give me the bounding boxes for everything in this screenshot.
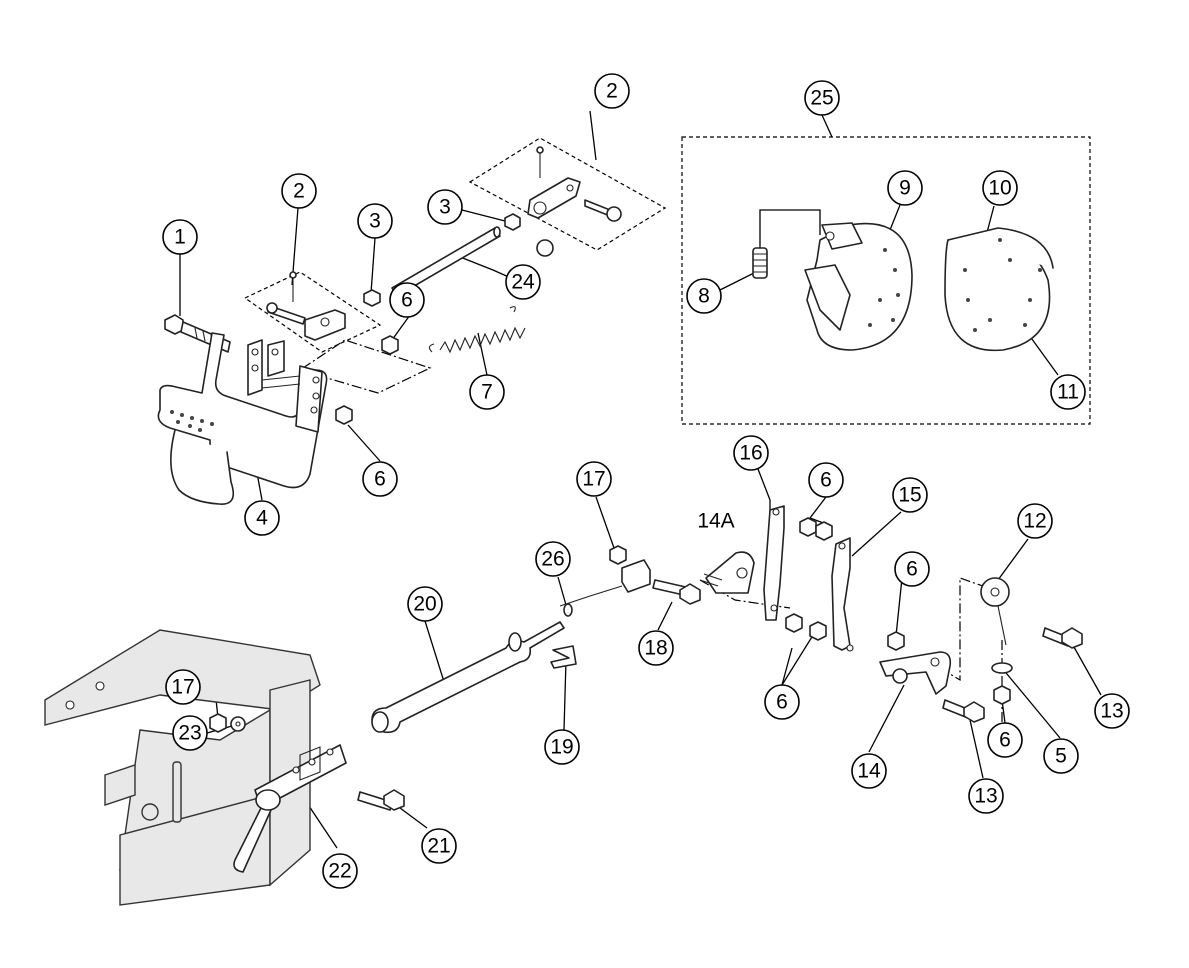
cable-end-parts [550, 545, 651, 669]
callout-label: 13 [974, 785, 997, 808]
callout: 6 [894, 551, 930, 587]
callout-label: 24 [511, 271, 535, 294]
callout: 24 [505, 264, 541, 300]
callout: 6 [808, 462, 844, 498]
label-14a: 14A [697, 510, 734, 533]
callout-label: 1 [174, 226, 186, 249]
callout-label: 15 [898, 484, 921, 507]
callout-label: 17 [171, 676, 194, 699]
callout-label: 23 [178, 722, 201, 745]
callout: 13 [1094, 693, 1130, 729]
callout: 22 [322, 853, 358, 889]
bolt-part-21 [357, 789, 405, 811]
callout-label: 2 [606, 80, 618, 103]
callout-label: 2 [293, 180, 305, 203]
callout: 13 [968, 778, 1004, 814]
callout: 8 [686, 278, 722, 314]
brake-band-part-9 [804, 222, 913, 351]
callout-label: 21 [427, 835, 450, 858]
spring-part-8 [752, 247, 768, 279]
callout-label: 16 [739, 442, 762, 465]
callout: 11 [1050, 374, 1086, 410]
callout: 19 [544, 729, 580, 765]
callout: 16 [733, 435, 769, 471]
callout-label: 6 [906, 558, 918, 581]
group-outlines [243, 136, 1091, 725]
callout-label: 12 [1023, 510, 1046, 533]
callouts: 1 2 2 3 3 24 6 7 6 4 25 9 10 8 11 17 16 … [162, 73, 1130, 889]
callout: 6 [987, 722, 1023, 758]
callout: 3 [357, 203, 393, 239]
callout: 2 [281, 173, 317, 209]
clevis-group-lower-boundary [243, 271, 382, 353]
spring-connector-line [299, 339, 432, 394]
callout: 26 [535, 541, 571, 577]
callout: 15 [892, 477, 928, 513]
brake-pedal-part-4 [157, 332, 328, 505]
washer-nut-lower [209, 713, 246, 733]
lower-lever-parts [879, 577, 1083, 723]
callout: 17 [576, 461, 612, 497]
lever-connector-line [939, 577, 1001, 682]
callout-label: 18 [644, 637, 667, 660]
callout: 25 [804, 80, 840, 116]
callout-label: 7 [481, 381, 493, 404]
callout-label: 10 [988, 177, 1011, 200]
callout: 14 [851, 753, 887, 789]
callout: 5 [1043, 738, 1079, 774]
callout-label: 17 [582, 468, 605, 491]
callout-label: 6 [776, 691, 788, 714]
callout-label: 25 [810, 87, 833, 110]
callout: 23 [172, 715, 208, 751]
callout-label: 3 [369, 210, 381, 233]
callout: 7 [469, 374, 505, 410]
cable-part-20 [371, 621, 565, 734]
clevis-group-upper-boundary [468, 137, 667, 251]
callout-label: 14 [857, 760, 881, 783]
callout-label: 26 [541, 548, 564, 571]
kit-25-boundary [681, 136, 1091, 425]
callout: 6 [764, 684, 800, 720]
spring-part-7 [428, 306, 526, 354]
clevis-upper [527, 146, 622, 257]
callout: 6 [389, 282, 425, 318]
callout-label: 6 [999, 729, 1011, 752]
nuts-mid [785, 517, 1013, 705]
callout: 20 [407, 586, 443, 622]
callout-label: 13 [1100, 700, 1123, 723]
callout: 9 [887, 170, 923, 206]
callout: 18 [638, 630, 674, 666]
callout-label: 22 [328, 860, 351, 883]
callout: 1 [162, 219, 198, 255]
callout-label: 11 [1057, 381, 1079, 404]
callout-label: 5 [1055, 745, 1067, 768]
callout-label: 6 [374, 468, 386, 491]
callout-label: 3 [439, 196, 451, 219]
callout: 17 [165, 669, 201, 705]
lever-arm-part-22 [233, 744, 347, 873]
brake-band-part-10 [944, 227, 1054, 352]
callout: 3 [427, 189, 463, 225]
callout-label: 19 [550, 736, 573, 759]
callout-label: 6 [401, 289, 413, 312]
callout-label: 8 [698, 285, 710, 308]
leader-lines [179, 110, 1102, 849]
callout: 12 [1017, 503, 1053, 539]
callout-label: 20 [413, 593, 436, 616]
callout-label: 4 [256, 507, 268, 530]
callout: 6 [362, 461, 398, 497]
clevis-lower [266, 271, 346, 341]
callout: 21 [421, 828, 457, 864]
callout-label: 6 [820, 469, 832, 492]
linkage-brackets [699, 505, 854, 652]
nuts-upper [335, 213, 521, 425]
callout: 4 [244, 500, 280, 536]
callout-label: 9 [899, 177, 911, 200]
bolt-part-18 [652, 579, 701, 605]
callout: 10 [982, 170, 1018, 206]
callout: 2 [594, 73, 630, 109]
